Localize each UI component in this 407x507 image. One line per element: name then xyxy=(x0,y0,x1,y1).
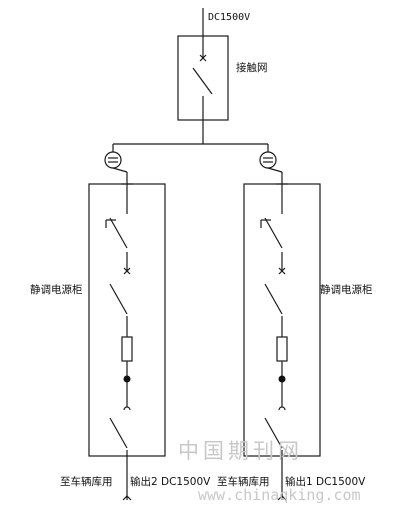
watermark-cn: 中国期刊网 xyxy=(178,439,303,463)
right-output-name: 输出1 DC1500V xyxy=(285,475,366,488)
watermark-url: www.chinaqking.com xyxy=(198,486,361,504)
catenary-switch: 接触网 xyxy=(177,35,268,121)
right-output-label: 至车辆库用 xyxy=(217,475,270,488)
supply-input: DC1500V xyxy=(202,8,250,36)
left-meter-icon xyxy=(104,151,122,169)
watermark: 中国期刊网 www.chinaqking.com xyxy=(178,439,361,504)
catenary-label: 接触网 xyxy=(236,61,268,74)
left-cabinet: 静调电源柜 至车辆库用 输出2 DC1500V xyxy=(30,151,211,501)
left-output-label: 至车辆库用 xyxy=(60,475,113,488)
right-cabinet-label: 静调电源柜 xyxy=(320,283,373,296)
supply-voltage-label: DC1500V xyxy=(208,12,250,23)
distribution-bus xyxy=(112,120,269,152)
left-output-name: 输出2 DC1500V xyxy=(130,475,211,488)
left-cabinet-label: 静调电源柜 xyxy=(30,283,83,296)
right-cabinet: 静调电源柜 至车辆库用 输出1 DC1500V xyxy=(217,151,373,501)
right-meter-icon xyxy=(259,151,277,169)
